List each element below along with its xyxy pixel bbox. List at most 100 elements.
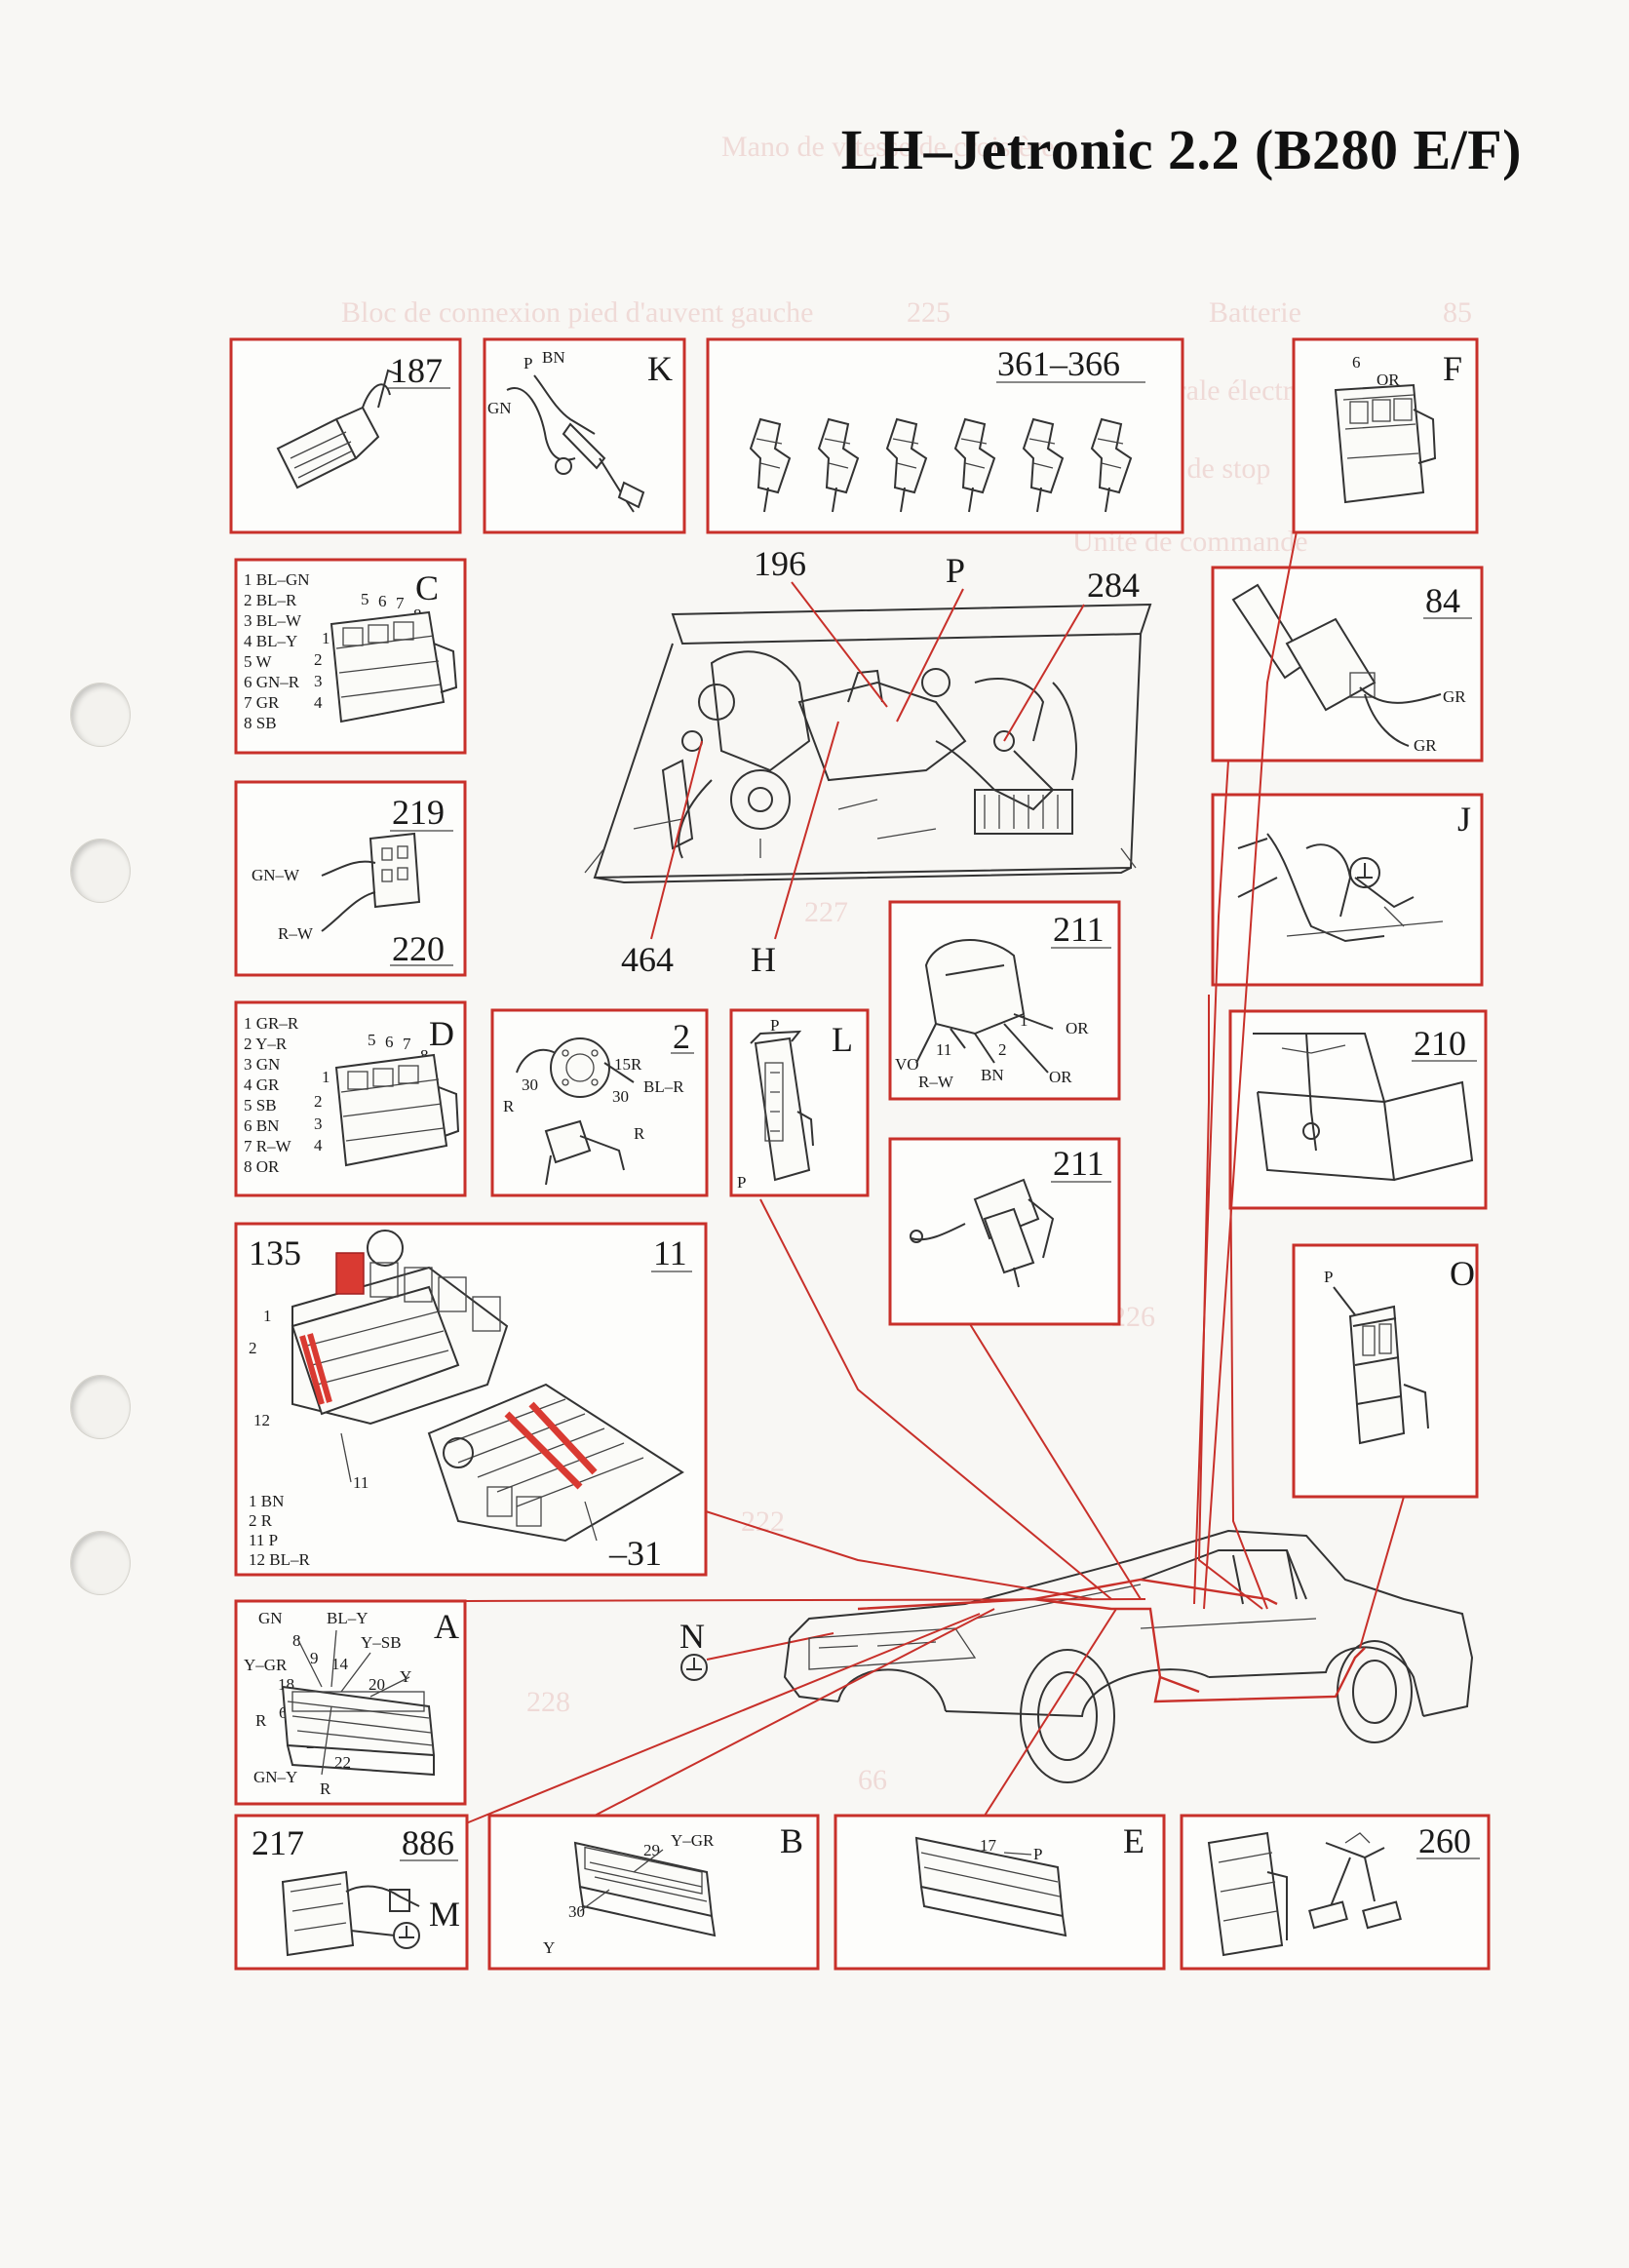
- svg-text:F: F: [1443, 349, 1462, 388]
- svg-text:66: 66: [858, 1764, 887, 1796]
- svg-text:11: 11: [936, 1040, 951, 1059]
- svg-text:3: 3: [314, 672, 323, 690]
- component-box-C: C 1 BL–GN 2 BL–R 3 BL–W 4 BL–Y 5 W 6 GN–…: [234, 558, 467, 755]
- svg-text:9: 9: [310, 1649, 319, 1667]
- ignition-switch-icon: [516, 1037, 635, 1186]
- svg-text:A: A: [434, 1607, 459, 1646]
- harness-leaders: [465, 530, 1405, 1824]
- svg-text:15R: 15R: [614, 1055, 642, 1074]
- svg-text:2: 2: [249, 1339, 257, 1357]
- svg-text:B: B: [780, 1821, 803, 1860]
- svg-text:6: 6: [279, 1703, 288, 1722]
- svg-text:P: P: [1324, 1268, 1333, 1286]
- svg-text:2 Y–R: 2 Y–R: [244, 1035, 288, 1053]
- svg-text:4 BL–Y: 4 BL–Y: [244, 632, 297, 650]
- svg-text:8: 8: [292, 1631, 301, 1650]
- connector-O-icon: [1333, 1286, 1429, 1445]
- svg-text:222: 222: [741, 1505, 785, 1538]
- svg-text:GN–W: GN–W: [252, 866, 300, 884]
- svg-text:22: 22: [334, 1753, 351, 1772]
- svg-text:2: 2: [314, 1092, 323, 1111]
- svg-text:6: 6: [378, 592, 387, 610]
- svg-text:GN–Y: GN–Y: [253, 1768, 297, 1786]
- component-box-O: O P: [1292, 1243, 1479, 1499]
- binder-hole: [70, 683, 131, 747]
- svg-text:Batterie: Batterie: [1209, 296, 1301, 329]
- svg-text:5 SB: 5 SB: [244, 1096, 277, 1114]
- connector-219-icon: [321, 832, 421, 932]
- svg-text:3 BL–W: 3 BL–W: [244, 611, 302, 630]
- fuse-31-highlight: [504, 1411, 583, 1490]
- svg-text:Bloc de connexion pied d'auven: Bloc de connexion pied d'auvent gauche: [341, 296, 813, 329]
- svg-text:OR: OR: [1049, 1068, 1072, 1086]
- component-box-K: K P BN GN: [483, 337, 686, 534]
- svg-text:196: 196: [754, 544, 806, 583]
- fuel-pump-relay-icon: [915, 939, 1054, 1074]
- svg-text:11: 11: [653, 1233, 687, 1272]
- svg-text:GR: GR: [1443, 687, 1466, 706]
- svg-text:6: 6: [385, 1033, 394, 1051]
- svg-text:29: 29: [643, 1841, 660, 1859]
- component-box-219-220: 219 220 GN–W R–W: [234, 780, 467, 977]
- component-box-E: E 17 P: [834, 1814, 1166, 1971]
- component-box-B: B 29 Y–GR 30 Y: [487, 1814, 820, 1971]
- car-drawing: N: [679, 1529, 1474, 1783]
- component-box-211b: 211: [888, 1137, 1121, 1326]
- component-box-187: 187: [229, 337, 462, 534]
- component-box-260: 260: [1180, 1814, 1491, 1971]
- svg-text:20: 20: [368, 1675, 385, 1694]
- component-box-217-886: 217 886 M: [234, 1814, 469, 1971]
- fuel-tank-sender-icon: [1253, 1033, 1474, 1182]
- component-box-211a: 211 OR OR BN VO R–W 11 2 1: [888, 900, 1121, 1101]
- svg-text:P: P: [770, 1016, 779, 1035]
- svg-text:17: 17: [980, 1836, 997, 1855]
- svg-text:C: C: [415, 568, 439, 607]
- component-box-210: 210: [1228, 1009, 1488, 1210]
- svg-text:BN: BN: [542, 348, 565, 367]
- svg-text:Y: Y: [543, 1938, 555, 1957]
- connector-C-icon: [330, 610, 458, 723]
- svg-text:GR: GR: [1414, 736, 1437, 755]
- svg-text:8 OR: 8 OR: [244, 1157, 280, 1176]
- svg-text:12: 12: [253, 1411, 270, 1429]
- svg-text:M: M: [429, 1895, 460, 1934]
- svg-text:K: K: [647, 349, 673, 388]
- svg-text:Y: Y: [400, 1667, 411, 1686]
- svg-text:12 BL–R: 12 BL–R: [249, 1550, 310, 1569]
- temperature-sensor-icon: [1231, 583, 1442, 747]
- svg-text:84: 84: [1425, 581, 1460, 620]
- svg-text:5: 5: [361, 590, 369, 608]
- svg-text:219: 219: [392, 793, 445, 832]
- svg-text:135: 135: [249, 1233, 301, 1272]
- component-box-84: 84 GR GR: [1211, 566, 1484, 763]
- svg-text:30: 30: [612, 1087, 629, 1106]
- svg-text:Y–GR: Y–GR: [671, 1831, 715, 1850]
- svg-text:8 SB: 8 SB: [244, 714, 277, 732]
- svg-text:L: L: [832, 1020, 853, 1059]
- component-box-A: A GN BL–Y 8 9 Y–SB Y–GR 18 14 Y 20 R 6 2…: [234, 1599, 467, 1806]
- connector-L-icon: [750, 1030, 814, 1182]
- svg-text:5 W: 5 W: [244, 652, 272, 671]
- svg-text:–31: –31: [608, 1534, 662, 1573]
- svg-text:R: R: [503, 1097, 515, 1115]
- pedal-switch-icon: [1207, 1831, 1402, 1957]
- component-id: 187: [390, 351, 443, 390]
- binder-hole: [70, 1375, 131, 1439]
- connector-A-icon: [281, 1629, 436, 1777]
- svg-text:11: 11: [353, 1473, 368, 1492]
- svg-text:30: 30: [568, 1902, 585, 1921]
- svg-text:2 BL–R: 2 BL–R: [244, 591, 297, 609]
- component-box-361-366: 361–366: [706, 337, 1184, 534]
- svg-text:GN: GN: [258, 1609, 283, 1627]
- svg-text:4: 4: [314, 693, 323, 712]
- svg-text:E: E: [1123, 1821, 1144, 1860]
- svg-text:1: 1: [322, 629, 330, 647]
- svg-text:227: 227: [804, 896, 848, 928]
- svg-text:1 BN: 1 BN: [249, 1492, 284, 1510]
- svg-text:OR: OR: [1066, 1019, 1089, 1037]
- component-box-11: 11 135 1 2 12 11 –31 1 BN 2 R 11 P 12 BL…: [234, 1222, 708, 1577]
- fuse-highlight: [299, 1335, 325, 1405]
- svg-text:P: P: [946, 551, 965, 590]
- svg-text:464: 464: [621, 940, 674, 979]
